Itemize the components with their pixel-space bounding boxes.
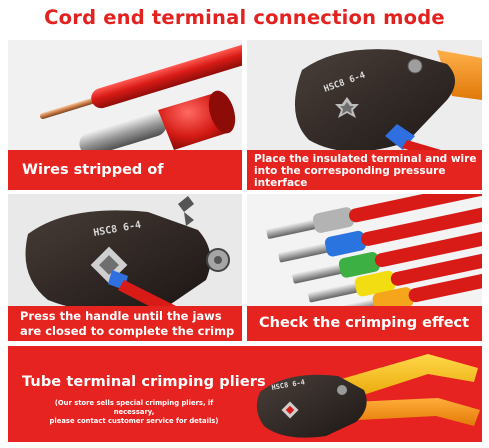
red-wire [39,42,242,120]
orange-handle [437,50,482,100]
panel-check-crimp: Check the crimping effect [247,194,482,341]
yellow-handle [338,354,478,398]
terminal-yellow [308,245,482,303]
spring [178,196,194,226]
terminal-gray [266,194,482,239]
crimper-head [294,49,455,152]
caption-place-terminal: Place the insulated terminal and wire in… [247,150,482,190]
pivot-screw [337,385,347,395]
product-banner: HSC8 6-4 Tube terminal crimping pliers (… [8,346,482,442]
panel-stripped-wire: Wires stripped of insulation [8,40,242,190]
banner-note-line2: please contact customer service for deta… [49,417,219,425]
press-handle-photo: HSC8 6-4 [25,196,230,322]
panel-press-handle: HSC8 6-4 Press the handle until the jaws… [8,194,242,341]
crimping-pliers-photo: HSC8 6-4 [256,354,480,438]
caption-check: Check the crimping effect [247,306,482,341]
ferrule-terminal [79,90,236,156]
banner-note-line1: (Our store sells special crimping pliers… [54,399,214,416]
caption-press: Press the handle until the jaws are clos… [8,306,242,341]
orange-handle [352,398,480,426]
banner-title: Tube terminal crimping pliers [22,374,266,390]
banner-note: (Our store sells special crimping pliers… [34,399,234,426]
insert-terminal-photo: HSC8 6-4 [294,49,482,172]
pivot-screw [407,58,423,74]
caption-press-line2: are closed to complete the crimp [20,324,235,338]
wire-insulation [91,42,242,109]
terminal-green [292,226,482,284]
panel-insert-terminal: HSC8 6-4 Place the insulated terminal an… [247,40,482,190]
terminal-blue [278,205,482,263]
stripped-wire-photo [39,42,242,156]
caption-stripped: Wires stripped of insulation [8,150,242,190]
crimp-die-icon [335,97,359,118]
page-title: Cord end terminal connection mode [44,6,445,29]
caption-press-line1: Press the handle until the jaws [20,309,222,323]
copper-conductor [39,97,96,120]
